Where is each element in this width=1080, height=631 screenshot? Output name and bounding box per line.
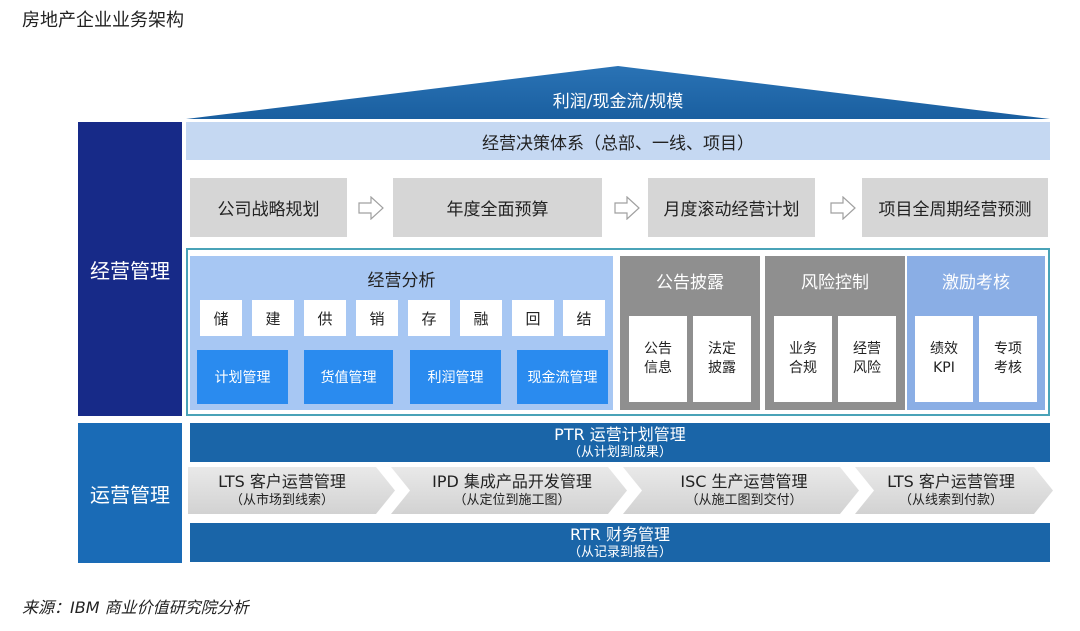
- incentive-item-line: 专项: [994, 341, 1022, 358]
- flow-step-monthly-plan: 月度滚动经营计划: [648, 178, 815, 237]
- chevron-subtitle: （从市场到线索）: [229, 493, 334, 508]
- risk-item-line: 风险: [853, 360, 881, 376]
- disclosure-item-line: 披露: [708, 360, 736, 376]
- flow-step-strategy: 公司战略规划: [190, 178, 347, 237]
- chevron-shape: [188, 467, 395, 514]
- incentive-item: 专项 考核: [979, 316, 1037, 402]
- disclosure-item-line: 信息: [644, 360, 672, 376]
- incentive-item-line: 绩效: [930, 341, 958, 358]
- disclosure-item-line: 公告: [644, 341, 672, 358]
- risk-item-line: 业务: [789, 341, 817, 358]
- ptr-title: PTR 运营计划管理: [554, 424, 686, 444]
- chevron-ipd: IPD 集成产品开发管理 （从定位到施工图）: [402, 467, 622, 514]
- decision-system-bar: 经营决策体系（总部、一线、项目）: [186, 122, 1050, 160]
- module-profit-mgmt: 利润管理: [410, 350, 501, 404]
- source-note: 来源：IBM 商业价值研究院分析: [22, 598, 249, 617]
- incentive-title: 激励考核: [942, 272, 1010, 293]
- flow-step-forecast: 项目全周期经营预测: [862, 178, 1048, 237]
- business-mgmt-label: 经营管理: [78, 122, 182, 416]
- arrow-right-icon: [830, 196, 856, 220]
- incentive-item: 绩效 KPI: [915, 316, 973, 402]
- process-chevrons: [188, 467, 1053, 514]
- risk-item: 经营 风险: [838, 316, 896, 402]
- chevron-title: ISC 生产运营管理: [680, 472, 808, 491]
- module-plan-mgmt: 计划管理: [197, 350, 288, 404]
- disclosure-title: 公告披露: [656, 272, 724, 293]
- analysis-item: 储: [200, 300, 242, 336]
- chevron-title: LTS 客户运营管理: [218, 472, 346, 491]
- chevron-shape: [623, 467, 859, 514]
- chevron-subtitle: （从定位到施工图）: [453, 493, 571, 508]
- rtr-subtitle: （从记录到报告）: [567, 544, 672, 560]
- analysis-title: 经营分析: [367, 270, 436, 291]
- chevron-isc: ISC 生产运营管理 （从施工图到交付）: [634, 467, 854, 514]
- risk-item-line: 合规: [789, 360, 817, 376]
- disclosure-item: 法定 披露: [693, 316, 751, 402]
- incentive-item-line: KPI: [933, 360, 955, 376]
- ptr-band: PTR 运营计划管理 （从计划到成果）: [190, 423, 1050, 462]
- disclosure-item: 公告 信息: [629, 316, 687, 402]
- diagram-title: 房地产企业业务架构: [22, 10, 184, 31]
- chevron-title: LTS 客户运营管理: [887, 472, 1015, 491]
- risk-title: 风险控制: [801, 272, 869, 293]
- analysis-item: 供: [304, 300, 346, 336]
- chevron-lts-market: LTS 客户运营管理 （从市场到线索）: [188, 467, 376, 514]
- chevron-title: IPD 集成产品开发管理: [432, 472, 592, 491]
- arrow-right-icon: [614, 196, 640, 220]
- risk-item-line: 经营: [853, 341, 881, 358]
- rtr-band: RTR 财务管理 （从记录到报告）: [190, 523, 1050, 562]
- roof-label: 利润/现金流/规模: [552, 91, 684, 112]
- operations-mgmt-label: 运营管理: [78, 423, 182, 563]
- analysis-item: 建: [252, 300, 294, 336]
- analysis-item: 存: [408, 300, 450, 336]
- analysis-item: 销: [356, 300, 398, 336]
- risk-item: 业务 合规: [774, 316, 832, 402]
- disclosure-item-line: 法定: [708, 341, 736, 358]
- module-cashflow-mgmt: 现金流管理: [517, 350, 608, 404]
- analysis-item: 融: [460, 300, 502, 336]
- module-asset-value-mgmt: 货值管理: [304, 350, 393, 404]
- incentive-item-line: 考核: [994, 360, 1022, 376]
- flow-step-budget: 年度全面预算: [393, 178, 602, 237]
- chevron-lts-payment: LTS 客户运营管理 （从线索到付款）: [862, 467, 1040, 514]
- ptr-subtitle: （从计划到成果）: [567, 444, 672, 460]
- chevron-shape: [855, 467, 1053, 514]
- analysis-item: 回: [512, 300, 554, 336]
- rtr-title: RTR 财务管理: [570, 524, 670, 544]
- analysis-item: 结: [563, 300, 605, 336]
- roof-triangle: [186, 66, 1050, 119]
- arrow-right-icon: [358, 196, 384, 220]
- chevron-subtitle: （从施工图到交付）: [685, 493, 803, 508]
- chevron-subtitle: （从线索到付款）: [898, 493, 1003, 508]
- chevron-shape: [391, 467, 627, 514]
